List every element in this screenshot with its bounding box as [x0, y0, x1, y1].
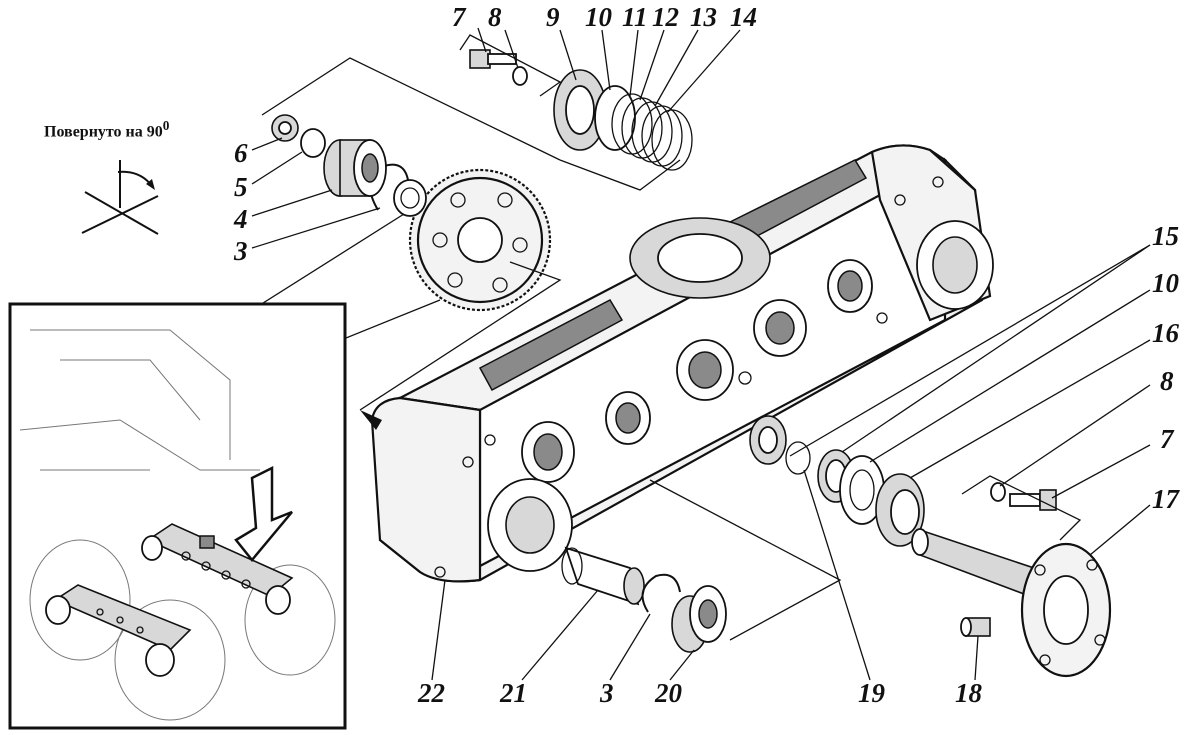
callout-15: 15: [1152, 221, 1179, 251]
gear-1: [408, 168, 552, 312]
bearing-4: [323, 139, 387, 197]
housing-22: [370, 144, 994, 583]
leader-lines: [251, 27, 1151, 681]
group-line-seals: [559, 159, 681, 191]
callout-7-right: 7: [1160, 424, 1175, 454]
gasket-10-right: [839, 455, 885, 525]
callout-4: 4: [233, 204, 248, 234]
bearing-20: [671, 585, 727, 653]
callout-11: 11: [622, 2, 648, 32]
seal-19: [749, 415, 811, 475]
callout-19: 19: [858, 678, 886, 708]
snap-ring-3-bottom: [641, 573, 681, 613]
arrow-down-icon: [234, 465, 293, 562]
callout-20: 20: [654, 678, 683, 708]
inset-location-view: [8, 302, 347, 730]
callout-22: 22: [417, 678, 445, 708]
callout-5: 5: [234, 172, 248, 202]
bolt-7-right: [1009, 489, 1057, 511]
callout-10-right: 10: [1152, 268, 1180, 298]
callout-7-top: 7: [452, 2, 467, 32]
callout-14: 14: [730, 2, 757, 32]
callout-17: 17: [1152, 484, 1181, 514]
callout-3-left: 3: [233, 236, 248, 266]
cover-16: [875, 473, 925, 547]
sleeve-21: [561, 546, 645, 606]
nut-6: [271, 114, 299, 142]
callout-10-top: 10: [585, 2, 613, 32]
callout-8-top: 8: [488, 2, 502, 32]
callout-16: 16: [1152, 318, 1180, 348]
callout-8-right: 8: [1160, 366, 1174, 396]
callout-12: 12: [652, 2, 679, 32]
callout-18: 18: [955, 678, 983, 708]
rotation-degree-mark: 0: [162, 118, 170, 133]
ring-15: [817, 449, 855, 503]
group-line-top-left: [261, 57, 561, 161]
seal-stack-9-14: [553, 69, 693, 171]
rotation-90-icon: [81, 160, 159, 235]
group-line-bottom: [649, 479, 842, 641]
group-line-gear: [359, 261, 562, 411]
washer-8-right: [990, 482, 1006, 502]
callout-13: 13: [690, 2, 717, 32]
rotation-caption: Повернуто на 900: [44, 118, 169, 141]
washer-8-top: [512, 66, 528, 86]
callout-3-bottom: 3: [599, 678, 614, 708]
bolt-18: [960, 617, 991, 637]
shaft-17: [911, 528, 1112, 678]
lock-washer-5: [300, 128, 326, 158]
callout-9: 9: [546, 2, 560, 32]
callout-21: 21: [499, 678, 527, 708]
washer-2: [393, 179, 427, 217]
rotation-caption-text: Повернуто на 90: [44, 123, 163, 141]
group-line-bolt-right: [961, 475, 1082, 541]
callout-6: 6: [234, 138, 248, 168]
bolt-7-top: [469, 49, 517, 69]
